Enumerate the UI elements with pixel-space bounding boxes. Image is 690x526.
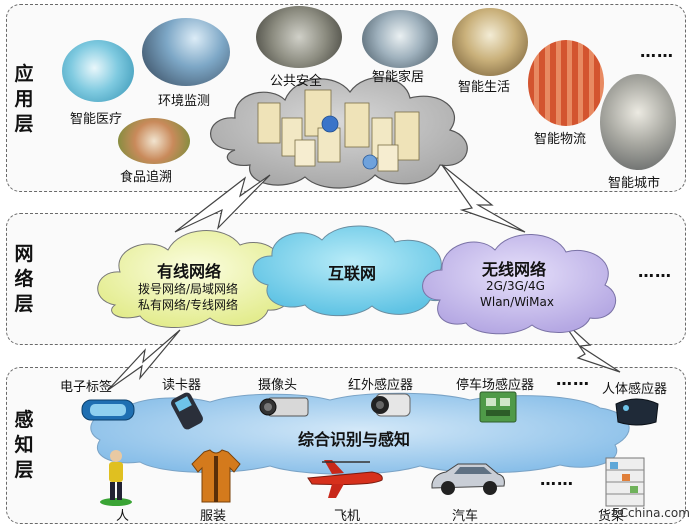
object-label-person: 人	[116, 509, 130, 524]
app-label-smart-logistics: 智能物流	[534, 132, 587, 147]
parking-sensor-icon	[479, 391, 517, 423]
smart-logistics-image	[528, 40, 604, 126]
food-traceability-image	[118, 118, 190, 164]
sensor-label-rfid-tag: 电子标签	[60, 380, 113, 395]
environment-monitoring-image	[142, 18, 230, 86]
wired-network-line-2: 私有网络/专线网络	[138, 298, 239, 312]
perception-center-title: 综合识别与感知	[298, 430, 411, 449]
public-safety-image	[256, 6, 342, 68]
object-label-clothing: 服装	[200, 509, 227, 524]
rfid-tag-icon	[81, 399, 135, 421]
perception-more-dots-top: ……	[556, 370, 590, 389]
person-icon	[100, 450, 132, 506]
sensor-label-camera: 摄像头	[258, 378, 298, 393]
smart-city-image	[600, 74, 676, 170]
car-icon	[431, 463, 505, 495]
internet-cloud	[252, 225, 452, 317]
camera-icon	[259, 397, 309, 417]
app-label-smart-home: 智能家居	[372, 70, 425, 85]
infrared-sensor-icon	[371, 393, 411, 417]
sensor-label-parking: 停车场感应器	[456, 378, 535, 393]
smart-home-image	[362, 10, 438, 68]
wireless-network-line-1: 2G/3G/4G	[486, 279, 545, 293]
lightning-bolt-icon	[107, 164, 621, 391]
app-label-smart-city: 智能城市	[608, 176, 661, 191]
object-label-shelf: 货架	[598, 509, 625, 524]
object-label-car: 汽车	[452, 509, 479, 524]
watermark: ECchina.com	[612, 506, 690, 520]
card-reader-icon	[171, 392, 203, 430]
app-label-medical: 智能医疗	[70, 112, 123, 127]
internet-title: 互联网	[328, 264, 377, 283]
server-cluster-icon	[257, 89, 420, 172]
clothing-icon	[191, 449, 241, 503]
app-label-smart-living: 智能生活	[458, 80, 511, 95]
object-label-airplane: 飞机	[334, 509, 361, 524]
perception-more-dots-bottom: ……	[540, 470, 574, 489]
application-more-dots: ……	[640, 42, 674, 61]
medical-image	[62, 40, 134, 102]
perception-layer-title: 感知层	[14, 409, 34, 481]
app-label-environment: 环境监测	[158, 94, 211, 109]
body-sensor-icon	[615, 398, 659, 426]
app-label-food-traceability: 食品追溯	[120, 170, 173, 185]
network-layer-title: 网络层	[14, 243, 34, 315]
sensor-label-body: 人体感应器	[602, 382, 668, 397]
sensor-label-infrared: 红外感应器	[348, 378, 414, 393]
wired-network-title: 有线网络	[157, 262, 222, 281]
wireless-network-cloud	[422, 234, 617, 335]
smart-living-image	[452, 8, 528, 76]
network-more-dots: ……	[638, 262, 672, 281]
application-layer-title: 应用层	[14, 63, 34, 135]
wireless-network-line-2: Wlan/WiMax	[480, 295, 554, 309]
sensor-label-card-reader: 读卡器	[162, 378, 202, 393]
app-label-public-safety: 公共安全	[270, 74, 323, 89]
wireless-network-title: 无线网络	[482, 260, 547, 279]
airplane-icon	[307, 460, 383, 498]
wired-network-line-1: 拨号网络/局域网络	[138, 282, 239, 296]
shelf-icon	[605, 457, 645, 507]
